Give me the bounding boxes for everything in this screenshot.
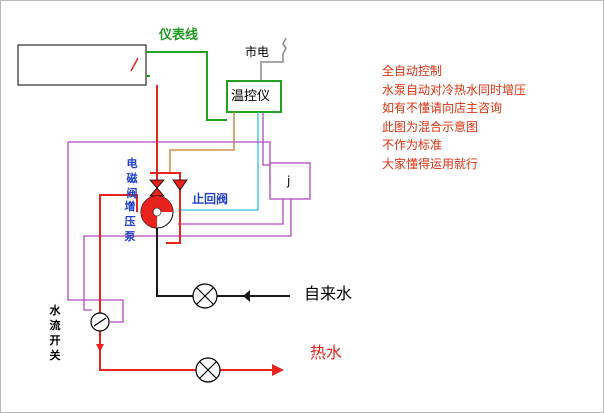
heater-switch-mark	[130, 57, 139, 72]
check-valve-label: 止回阀	[192, 192, 229, 206]
magenta-wire-e	[178, 199, 284, 225]
instrument-line-label: 仪表线	[159, 28, 199, 43]
booster-pump-label: 增压泵	[124, 200, 136, 243]
hot-pipe-outlet	[99, 194, 280, 371]
tap-water-arrow	[243, 290, 250, 302]
hot-pipe-bypass	[150, 172, 181, 244]
relay-label: j	[287, 174, 291, 188]
cold-water-meter-icon	[192, 283, 218, 309]
note-line: 如有不懂请向店主咨询	[382, 101, 503, 115]
notes-block: 全自动控制 水泵自动对冷热水同时增压 如有不懂请向店主咨询 此图为混合示意图 不…	[382, 62, 526, 173]
booster-pump-icon	[140, 195, 174, 229]
note-line: 不作为标准	[382, 138, 443, 152]
water-heater-box	[17, 44, 147, 86]
note-line: 水泵自动对冷热水同时增压	[382, 82, 527, 97]
flow-direction-arrow	[96, 344, 104, 352]
hot-water-label: 热水	[310, 343, 343, 362]
hot-water-meter-icon	[195, 357, 221, 383]
magenta-wire-b	[68, 141, 271, 182]
magenta-wire-a	[262, 112, 270, 166]
solenoid-valve-icon	[149, 179, 165, 197]
magenta-wire-d	[83, 199, 292, 311]
note-line: 大家懂得运用就行	[382, 156, 479, 171]
cyan-wire	[178, 112, 259, 211]
check-valve-icon	[172, 179, 188, 191]
thermostat-box	[226, 80, 282, 113]
relay-box	[269, 162, 311, 200]
note-line: 全自动控制	[382, 64, 443, 78]
mains-power-label: 市电	[245, 45, 270, 59]
cold-pipe	[156, 228, 290, 297]
flow-switch-icon	[90, 312, 110, 332]
flow-switch-label: 水流开关	[49, 304, 61, 362]
thermostat-label: 温控仪	[231, 89, 271, 104]
magenta-wire-c	[67, 142, 124, 323]
instrument-wire	[146, 51, 227, 121]
mains-power-wire	[260, 37, 287, 82]
tap-water-label: 自来水	[304, 284, 353, 303]
solenoid-valve-label: 电磁阀	[126, 157, 138, 200]
note-line: 此图为混合示意图	[382, 119, 479, 134]
orange-wire	[169, 112, 235, 173]
hot-water-arrow	[272, 364, 284, 376]
